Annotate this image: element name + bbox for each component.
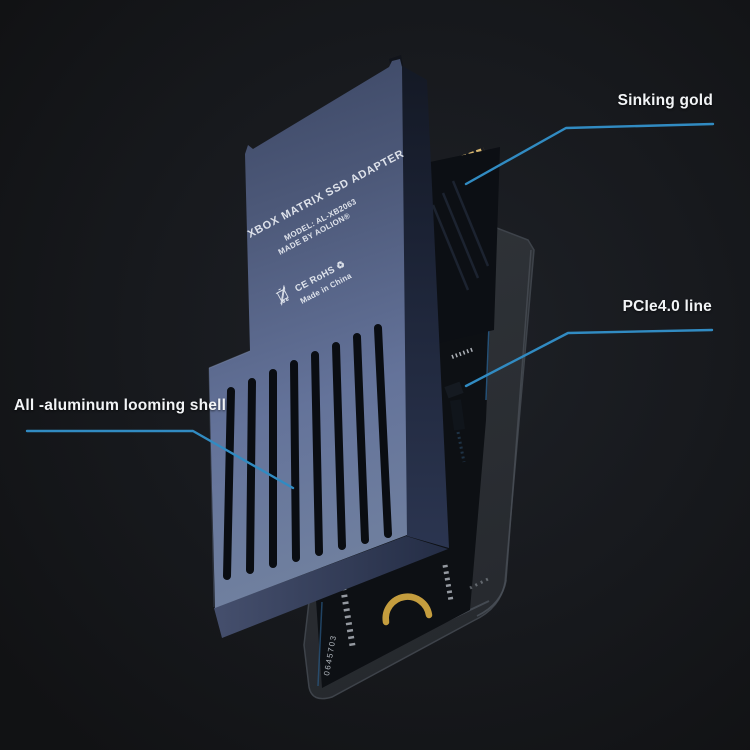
vent-slot: [332, 342, 346, 550]
leader-line-pcie: [464, 328, 714, 388]
vent-slot: [246, 378, 256, 574]
callout-label-sinking-gold: Sinking gold: [617, 92, 713, 109]
pcb-edge-highlight-left: [317, 601, 323, 687]
heatsink-fins: [418, 147, 500, 345]
shell-bottom-side-face: [214, 536, 448, 638]
vent-slot: [374, 324, 392, 538]
leader-line-sinking-gold: [464, 122, 715, 186]
vent-slot: [223, 387, 235, 580]
shell-left-rim: [208, 367, 215, 608]
pcb-trace-dots: [456, 431, 466, 463]
weee-bin-icon: [275, 285, 289, 306]
shell-front-face: [209, 59, 407, 608]
pcb-gold-arc: [382, 593, 433, 626]
pcb-solder-ladder-left: [339, 580, 356, 650]
pcb-chip-small: [444, 381, 464, 399]
heatsink-fin-line: [431, 204, 470, 291]
heatsink-fin-line: [451, 180, 490, 267]
shell-right-side-face: [399, 64, 449, 548]
vent-slot: [290, 360, 300, 562]
vent-slot: [353, 333, 369, 544]
plate-corner-highlight: [476, 579, 507, 617]
shell-step-bevel: [208, 350, 251, 369]
heatsink-fin-line: [441, 192, 480, 279]
vent-slot: [311, 351, 323, 556]
leader-line-shell: [25, 429, 295, 490]
pcb-chip-long: [449, 399, 466, 431]
plate-right-edge-highlight: [505, 249, 532, 581]
callout-label-aluminum-shell: All -aluminum looming shell: [14, 397, 227, 414]
callout-label-pcie-line: PCIe4.0 line: [622, 298, 712, 315]
